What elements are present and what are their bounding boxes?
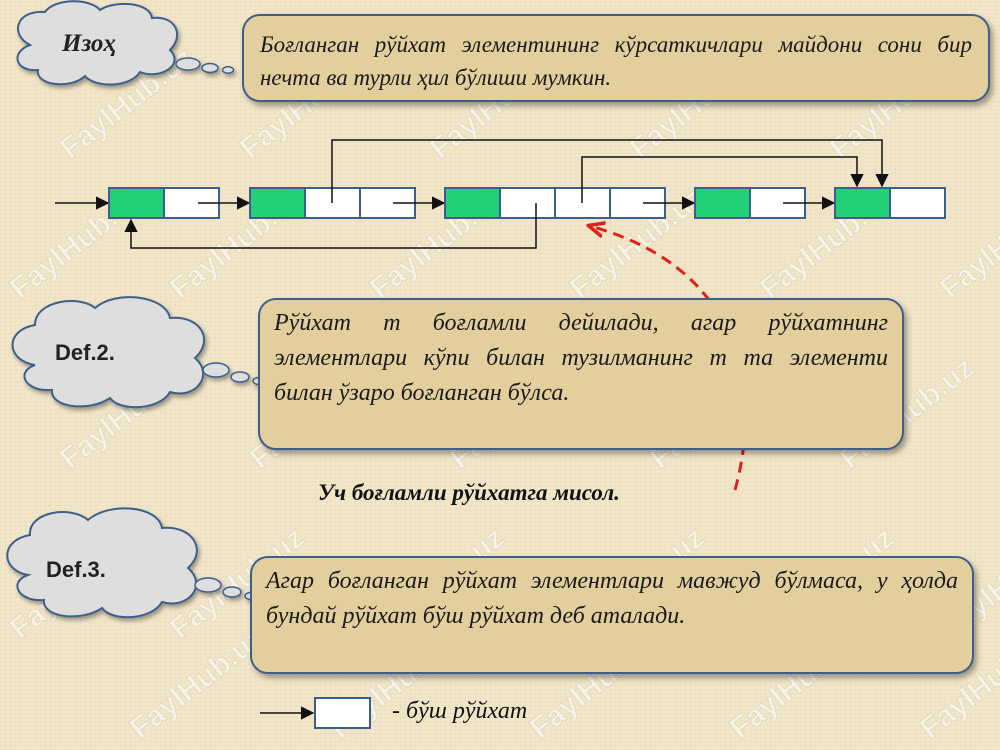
note-cloud	[16, 0, 235, 86]
diagram-caption: Уч боғламли рўйхатга мисол.	[318, 480, 620, 505]
legend-empty-cell	[314, 697, 371, 729]
list-node-5	[834, 187, 946, 219]
node-2-data-cell	[249, 187, 306, 219]
list-node-3	[444, 187, 666, 219]
link-3-5	[581, 156, 864, 203]
node-1-data-cell	[108, 187, 165, 219]
def2-box: Рўйхат m боғламли дейилади, агар рўйхатн…	[258, 298, 904, 450]
def2-text: Рўйхат m боғламли дейилади, агар рўйхатн…	[274, 310, 888, 406]
def2-cloud	[11, 296, 266, 409]
link-2-5	[331, 139, 889, 203]
link-3-1	[124, 203, 537, 249]
def3-box: Агар боғланган рўйхат элементлари мавжуд…	[250, 556, 974, 674]
empty-list-legend-text: - бўш рўйхат	[392, 698, 528, 724]
def3-cloud	[6, 507, 258, 619]
empty-list-legend	[260, 697, 371, 729]
def2-cloud-label: Def.2.	[55, 340, 115, 365]
note-cloud-label: Изоҳ	[62, 30, 116, 57]
node-5-data-cell	[834, 187, 891, 219]
node-3-pointer-cell-1	[499, 187, 556, 219]
note-text: Боғланган рўйхат элементининг кўрсаткичл…	[260, 32, 972, 90]
note-box: Боғланган рўйхат элементининг кўрсаткичл…	[242, 14, 990, 102]
def3-text: Агар боғланган рўйхат элементлари мавжуд…	[266, 568, 958, 629]
node-4-data-cell	[694, 187, 751, 219]
def3-cloud-label: Def.3.	[46, 557, 106, 582]
node-3-data-cell	[444, 187, 501, 219]
linked-list-diagram	[55, 139, 946, 249]
node-5-pointer-cell	[889, 187, 946, 219]
